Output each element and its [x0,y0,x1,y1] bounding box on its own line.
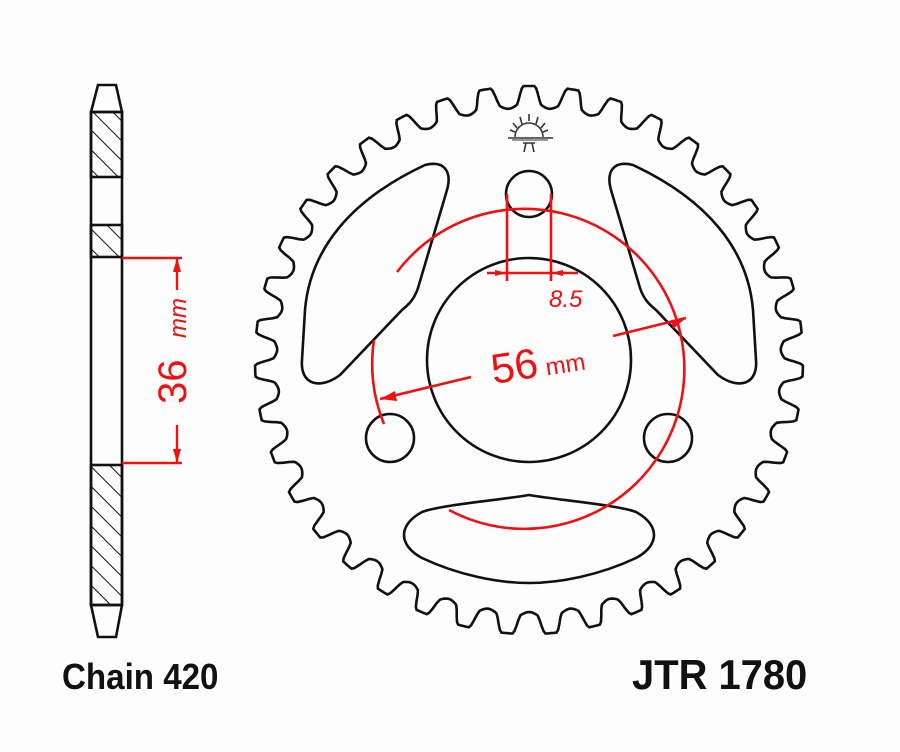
hatched-section-bottom [89,463,124,607]
bolt-spacing-unit: mm [165,298,192,338]
hatched-section-mid [89,223,124,259]
pcd-arc-left [370,339,386,425]
bolt-spacing-value: 36 [151,360,195,405]
side-profile [89,83,124,639]
sprocket-face [253,84,805,635]
pcd-dimension [370,194,687,531]
bolt-hole-right [642,412,694,464]
sprocket-teeth-outline [253,84,805,635]
cutout-bottom [402,493,656,585]
jt-sun-logo-icon [508,114,553,153]
pcd-value: 56 [488,339,541,393]
cutout-upper-right [608,162,758,385]
part-number-label: JTR 1780 [632,651,808,698]
hole-diameter-label: 8.5 [549,286,583,313]
hatched-section-top [89,110,124,179]
cutout-upper-left [300,162,450,385]
chain-size-label: Chain 420 [62,656,219,697]
bolt-hole-left [364,412,416,464]
bolt-spacing-dimension: 36 mm [122,256,195,465]
center-bore [425,256,633,464]
side-profile-outline [89,83,124,639]
pcd-unit: mm [544,348,588,381]
pcd-arc-main [395,207,686,531]
